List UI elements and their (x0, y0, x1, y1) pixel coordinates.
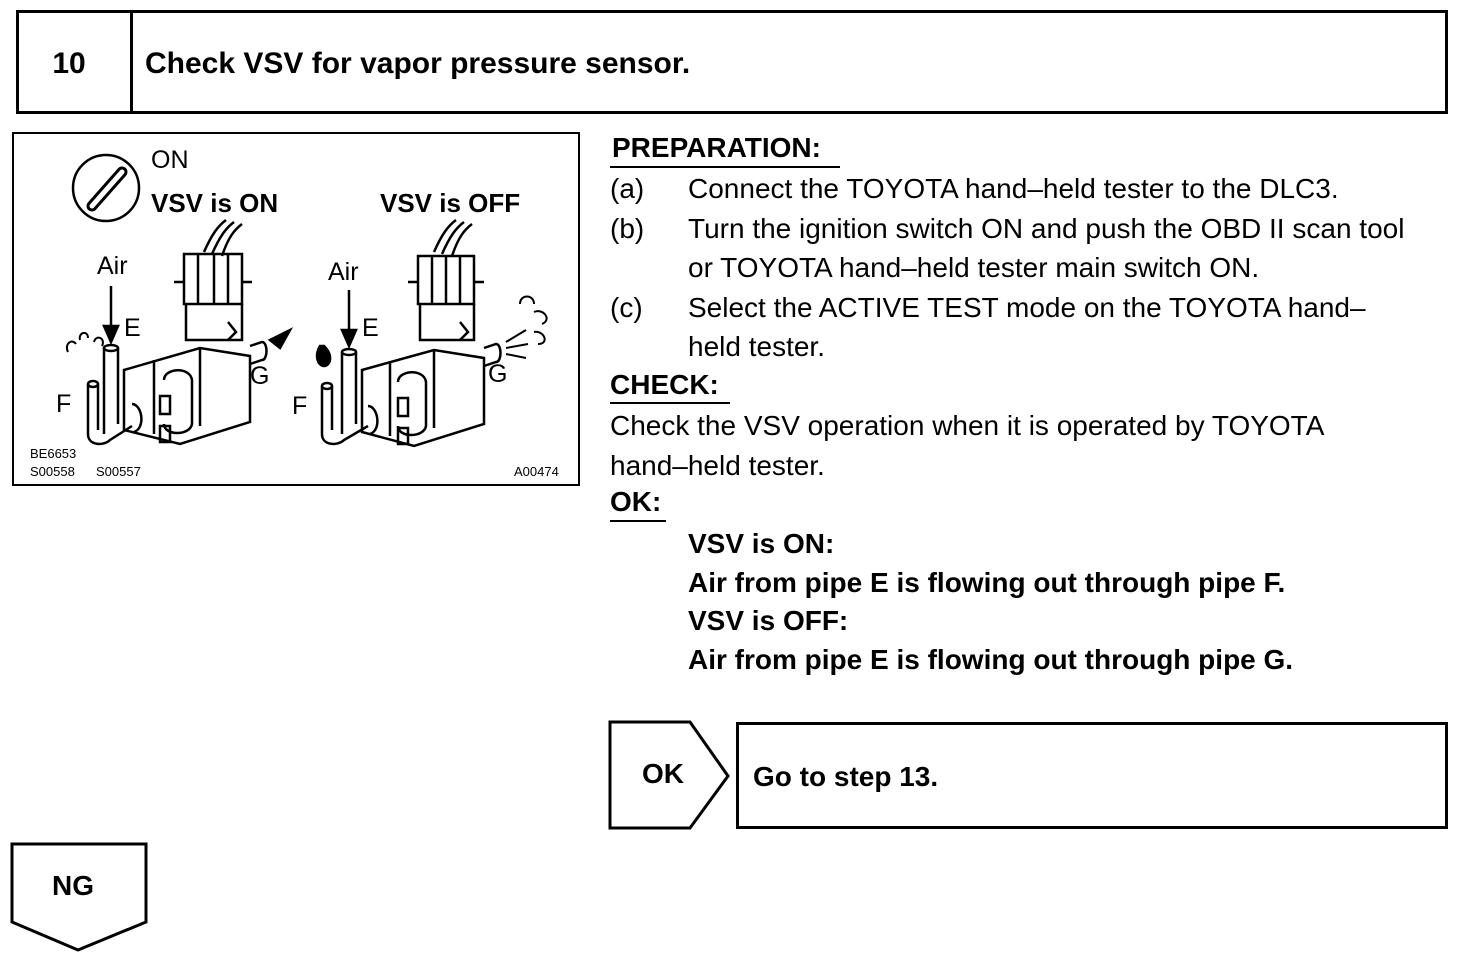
prep-marker-b: (b) (610, 213, 645, 244)
vsv-on-title: VSV is ON (151, 188, 279, 218)
prep-b-line-2: or TOYOTA hand–held tester main switch O… (688, 252, 1260, 283)
check-line-2: hand–held tester. (610, 450, 825, 481)
ok-tag-shape (608, 720, 730, 830)
vsv-diagram (66, 153, 548, 448)
step-title: Check VSV for vapor pressure sensor. (145, 47, 691, 80)
figure-code-3: S00557 (96, 464, 141, 479)
ok-spec-line-4: Air from pipe E is flowing out through p… (688, 644, 1294, 675)
vsv-illustration: ON VSV is ON VSV is OFF Air Air E E G G … (12, 132, 580, 486)
preparation-underline (610, 166, 840, 168)
step-header: 10 Check VSV for vapor pressure sensor. (16, 10, 1448, 114)
vsv-off-drawing (315, 219, 548, 448)
ignition-key-icon (71, 153, 141, 223)
check-line-1: Check the VSV operation when it is opera… (610, 410, 1325, 441)
vsv-on-drawing (66, 219, 294, 446)
port-f-left: F (56, 390, 72, 418)
prep-b-line-1: Turn the ignition switch ON and push the… (688, 213, 1405, 244)
air-label-left: Air (97, 252, 128, 280)
ng-tag-shape (10, 842, 148, 952)
ok-spec-line-1: VSV is ON: (688, 528, 835, 559)
prep-marker-c: (c) (610, 292, 643, 323)
port-g-right: G (488, 360, 508, 388)
vsv-off-title: VSV is OFF (380, 188, 521, 218)
figure-code-2: S00558 (30, 464, 75, 479)
port-e-right: E (362, 314, 379, 342)
ok-heading: OK: (610, 486, 662, 517)
step-number: 10 (52, 47, 86, 80)
prep-c-line-2: held tester. (688, 331, 825, 362)
check-underline (610, 402, 730, 404)
air-label-right: Air (328, 258, 359, 286)
prep-marker-a: (a) (610, 173, 645, 204)
ignition-on-label: ON (151, 146, 189, 174)
prep-a-line-1: Connect the TOYOTA hand–held tester to t… (688, 173, 1339, 204)
ok-tag-label: OK (642, 758, 684, 789)
port-f-right: F (292, 392, 308, 420)
ok-spec-line-3: VSV is OFF: (688, 605, 849, 636)
ok-result-text: Go to step 13. (753, 761, 939, 792)
port-e-left: E (124, 314, 141, 342)
ok-spec-line-2: Air from pipe E is flowing out through p… (688, 567, 1286, 598)
preparation-heading: PREPARATION: (612, 132, 821, 163)
figure-code-4: A00474 (514, 464, 559, 479)
figure-code-1: BE6653 (30, 446, 77, 461)
port-g-left: G (250, 362, 270, 390)
ng-tag-label: NG (52, 870, 94, 901)
step-number-cell (19, 13, 133, 111)
ok-underline (610, 520, 666, 522)
ok-result-box: Go to step 13. (736, 722, 1448, 829)
prep-c-line-1: Select the ACTIVE TEST mode on the TOYOT… (688, 292, 1366, 323)
check-heading: CHECK: (610, 369, 719, 400)
